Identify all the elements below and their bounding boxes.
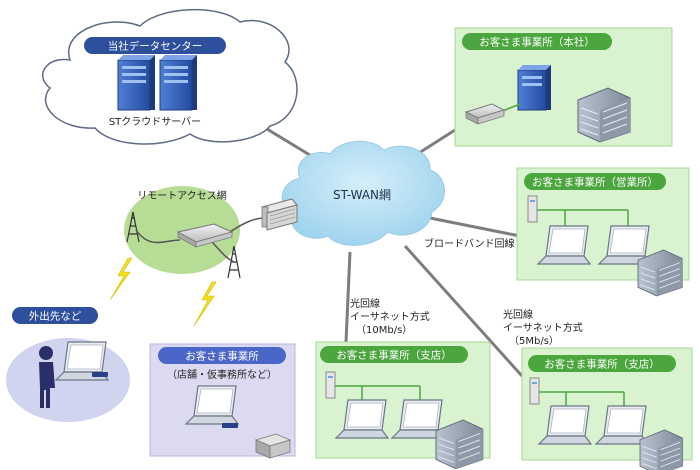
datacenter-title-pill	[84, 37, 226, 54]
datacenter-group: 当社データセンター STクラウドサーバー	[41, 8, 298, 145]
datacenter-title: 当社データセンター	[108, 40, 203, 53]
office-branch2-group: お客さま事業所（支店）	[521, 347, 693, 470]
link-sales-wan	[429, 216, 521, 238]
fiber2-label: 光回線 イーサネット方式 （5Mb/s）	[503, 308, 583, 347]
remote-access-oval	[124, 186, 240, 274]
outside-title: 外出先など	[29, 310, 82, 323]
hq-server-icon	[517, 65, 551, 111]
branch1-router-icon	[325, 371, 336, 399]
office-sales-title-pill	[524, 173, 666, 190]
branch2-router-icon	[529, 377, 540, 405]
outside-title-pill	[12, 307, 98, 324]
link-branch2-wan	[403, 244, 524, 378]
svg-text:光回線: 光回線	[350, 297, 380, 310]
svg-text:イーサネット方式: イーサネット方式	[350, 310, 430, 323]
office-small-subtitle: （店舗・仮事務所など）	[167, 368, 277, 381]
office-branch2-title: お客さま事業所（支店）	[544, 358, 660, 371]
outside-group: 外出先など	[6, 307, 130, 422]
broadband-label: ブロードバンド回線	[424, 237, 515, 250]
office-small-title: お客さま事業所	[185, 350, 259, 363]
office-sales-title: お客さま事業所（営業所）	[532, 176, 658, 189]
wan-cloud	[281, 140, 445, 246]
fiber1-label: 光回線 イーサネット方式 （10Mb/s）	[350, 297, 430, 336]
network-links	[261, 124, 524, 378]
office-branch1-group: お客さま事業所（支店）	[315, 341, 491, 470]
svg-text:光回線: 光回線	[503, 308, 533, 321]
office-small-title-pill	[158, 347, 286, 364]
office-branch1-title-pill	[320, 346, 468, 363]
wireless-bolt-icon	[109, 257, 217, 327]
remote-access-group: リモートアクセス網	[124, 186, 298, 279]
link-branch1-wan	[344, 251, 352, 343]
antenna-tower-icon	[126, 211, 241, 279]
cloud-server-label: STクラウドサーバー	[109, 116, 201, 128]
remote-access-label: リモートアクセス網	[137, 189, 227, 202]
link-datacenter-wan	[261, 124, 319, 162]
small-shop-icon	[254, 433, 292, 459]
small-usb-modem-icon	[222, 423, 238, 428]
office-hq-title: お客さま事業所（本社）	[479, 36, 595, 49]
svg-text:イーサネット方式: イーサネット方式	[503, 321, 583, 334]
remote-switch-icon	[176, 223, 234, 248]
remote-gateway-icon	[261, 198, 298, 231]
usb-modem-icon	[92, 372, 108, 377]
office-hq-group: お客さま事業所（本社）	[454, 27, 673, 147]
office-small-group: お客さま事業所 （店舗・仮事務所など）	[149, 343, 296, 459]
svg-text:（5Mb/s）: （5Mb/s）	[509, 335, 559, 347]
hq-switch-icon	[464, 103, 506, 125]
office-hq-title-pill	[462, 33, 612, 50]
cloud-server-icon	[117, 55, 197, 111]
office-sales-group: お客さま事業所（営業所）	[516, 167, 690, 297]
svg-text:（10Mb/s）: （10Mb/s）	[356, 324, 412, 336]
person-icon	[39, 346, 55, 408]
office-branch2-title-pill	[528, 355, 676, 372]
wan-group: ST-WAN網	[281, 140, 445, 246]
sales-router-icon	[527, 195, 538, 223]
office-branch1-title: お客さま事業所（支店）	[336, 349, 452, 362]
wan-label: ST-WAN網	[333, 188, 391, 202]
